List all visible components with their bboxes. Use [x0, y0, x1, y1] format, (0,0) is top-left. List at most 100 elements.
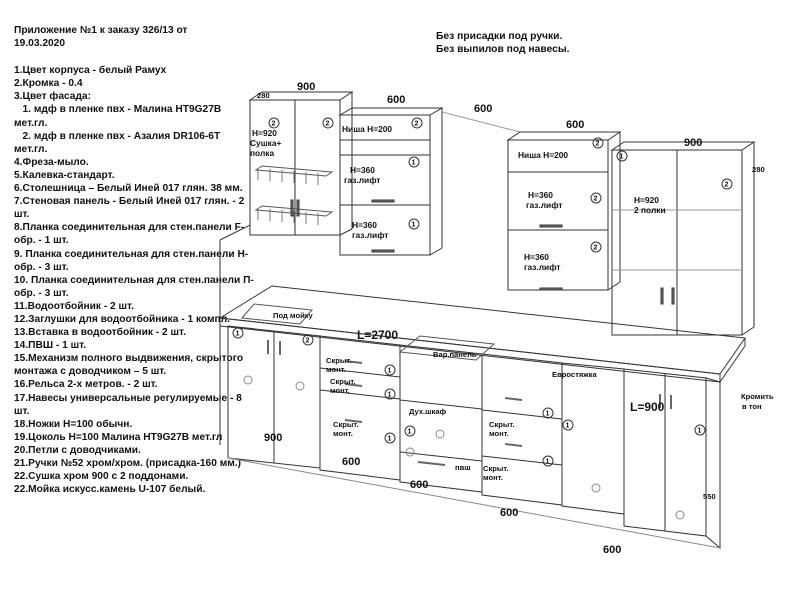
upper-cabinet-shelves	[610, 141, 756, 336]
facade-mark: 1	[408, 218, 420, 230]
spec-item: 18.Ножки Н=100 обычн.	[14, 418, 133, 430]
dim-bottom-900: 900	[264, 432, 282, 444]
spec-item: 7.Стеновая панель - Белый Иней 017 глян.…	[14, 196, 245, 221]
spec-item: 4.Фреза-мыло.	[14, 156, 89, 168]
spec-item: 1. мдф в пленке пвх - Малина HT9G27B мет…	[14, 104, 225, 129]
facade-mark: 1	[542, 455, 554, 467]
svg-text:1: 1	[408, 429, 412, 436]
specification-list: Приложение №1 к заказу 326/13 от 19.03.2…	[14, 24, 254, 496]
facade-marks: 2 2 2 1 1 2 2 2 1 2 1 2 1 1 1 1 1 1 1 1	[232, 117, 733, 467]
svg-text:1: 1	[412, 160, 416, 167]
svg-text:1: 1	[236, 331, 240, 338]
label-hidden-5a: Скрыт.	[483, 464, 509, 473]
label-hidden-3a: Скрыт.	[333, 420, 359, 429]
order-notes: Без присадки под ручки. Без выпилов под …	[436, 30, 570, 56]
facade-mark: 1	[384, 388, 396, 400]
order-title-line1: Приложение №1 к заказу 326/13 от	[14, 25, 188, 36]
label-dryer-2: Сушка+	[250, 138, 282, 148]
spec-item: 11.Водоотбойник - 2 шт.	[14, 300, 134, 312]
label-gas-3b: газ.лифт	[526, 200, 563, 210]
label-hidden-1a: Скрыт.	[326, 356, 352, 365]
spec-item: 5.Калевка-стандарт.	[14, 169, 115, 181]
facade-mark: 2	[590, 192, 602, 204]
label-hidden-1b: монт.	[326, 365, 346, 374]
spec-item: 19.Цоколь Н=100 Малина HT9G27B мет.гл	[14, 431, 223, 443]
svg-text:2: 2	[272, 121, 276, 128]
facade-mark: 1	[562, 419, 574, 431]
facade-mark: 1	[384, 364, 396, 376]
spec-item: 6.Столешница – Белый Иней 017 глян. 38 м…	[14, 183, 243, 195]
label-trim-1: Кромить	[741, 392, 774, 401]
dim-bottom-600-d: 600	[603, 544, 621, 556]
spec-item: 3.Цвет фасада:	[14, 91, 91, 103]
spec-item: 10. Планка соединительная для стен.панел…	[14, 274, 254, 299]
dim-top-600-a: 600	[387, 94, 405, 106]
svg-text:2: 2	[594, 245, 598, 252]
sink	[240, 303, 314, 325]
dim-side-550: 550	[703, 492, 716, 501]
dim-top-600-c: 600	[566, 119, 584, 131]
spec-item: 12.Заглушки для водоотбойника - 1 компл.	[14, 313, 231, 325]
svg-text:2: 2	[326, 121, 330, 128]
spec-item: 2.Кромка - 0.4	[14, 78, 83, 90]
facade-mark: 2	[592, 137, 604, 149]
spec-item: 22.Мойка искусс.камень U-107 белый.	[14, 484, 206, 496]
label-trim-2: в тон	[742, 402, 762, 411]
spec-item: 2. мдф в пленке пвх - Азалия DR106-6T ме…	[14, 130, 224, 155]
label-gas-2a: H=360	[352, 220, 377, 230]
label-hidden-4b: монт.	[489, 429, 509, 438]
facade-mark: 2	[721, 178, 733, 190]
spec-item: 20.Петли с доводчиками.	[14, 444, 141, 456]
label-hidden-2a: Скрыт.	[330, 377, 356, 386]
spec-item: 17.Навесы универсальные регулируемые - 8…	[14, 392, 242, 417]
label-hidden-4a: Скрыт.	[489, 420, 515, 429]
label-niche-right: Ниша H=200	[518, 150, 568, 160]
svg-text:2: 2	[415, 121, 419, 128]
svg-text:1: 1	[698, 428, 702, 435]
spec-item: 22.Сушка хром 900 с 2 поддонами.	[14, 471, 189, 483]
label-dishwasher: пвш	[455, 463, 471, 472]
facade-mark: 2	[302, 334, 314, 346]
spec-item: 9. Планка соединительная для стен.панели…	[14, 248, 249, 273]
facade-mark: 1	[232, 327, 244, 339]
facade-mark: 2	[322, 117, 334, 129]
label-cooktop: Вар.панель	[433, 350, 477, 359]
facade-mark: 2	[411, 117, 423, 129]
dim-depth-280-left: 280	[257, 91, 270, 100]
spec-item: 21.Ручки №52 хром/хром. (присадка-160 мм…	[14, 458, 241, 469]
svg-text:1: 1	[566, 423, 570, 430]
spec-item: 14.ПВШ - 1 шт.	[14, 340, 87, 352]
base-cabinets	[227, 325, 721, 550]
cooktop	[398, 335, 496, 361]
svg-text:1: 1	[388, 392, 392, 399]
svg-text:1: 1	[388, 368, 392, 375]
label-niche-left: Ниша H=200	[342, 124, 392, 134]
spec-item: 15.Механизм полного выдвижения, скрытого…	[14, 353, 244, 378]
facade-mark: 1	[404, 425, 416, 437]
cabinet-labels: H=920 Сушка+ полка Ниша H=200 H=360 газ.…	[250, 124, 774, 482]
dim-top-900-left: 900	[297, 81, 315, 93]
label-oven: Дух.шкаф	[409, 407, 447, 416]
spec-item: 1.Цвет корпуса - белый Рамух	[14, 65, 167, 77]
spec-item: 8.Планка соединительная для стен.панели …	[14, 222, 245, 247]
svg-text:2: 2	[594, 196, 598, 203]
label-gas-1b: газ.лифт	[344, 175, 381, 185]
dim-top-900-right: 900	[684, 137, 702, 149]
spec-item: 16.Рельса 2-х метров. - 2 шт.	[14, 379, 158, 391]
facade-mark: 1	[408, 156, 420, 168]
note-line: Без выпилов под навесы.	[436, 44, 570, 55]
spec-item: 13.Вставка в водоотбойник - 2 шт.	[14, 327, 186, 339]
upper-cabinet-dryer	[248, 91, 354, 236]
svg-text:1: 1	[412, 222, 416, 229]
label-hidden-2b: монт.	[330, 386, 350, 395]
dim-bottom-600-b: 600	[410, 479, 428, 491]
label-gas-4b: газ.лифт	[524, 262, 561, 272]
facade-mark: 1	[542, 407, 554, 419]
label-hidden-3b: монт.	[333, 429, 353, 438]
order-title-line2: 19.03.2020	[14, 38, 65, 50]
label-dryer-3: полка	[250, 148, 274, 158]
svg-text:1: 1	[546, 459, 550, 466]
note-line: Без присадки под ручки.	[436, 31, 563, 42]
facade-mark: 2	[590, 241, 602, 253]
